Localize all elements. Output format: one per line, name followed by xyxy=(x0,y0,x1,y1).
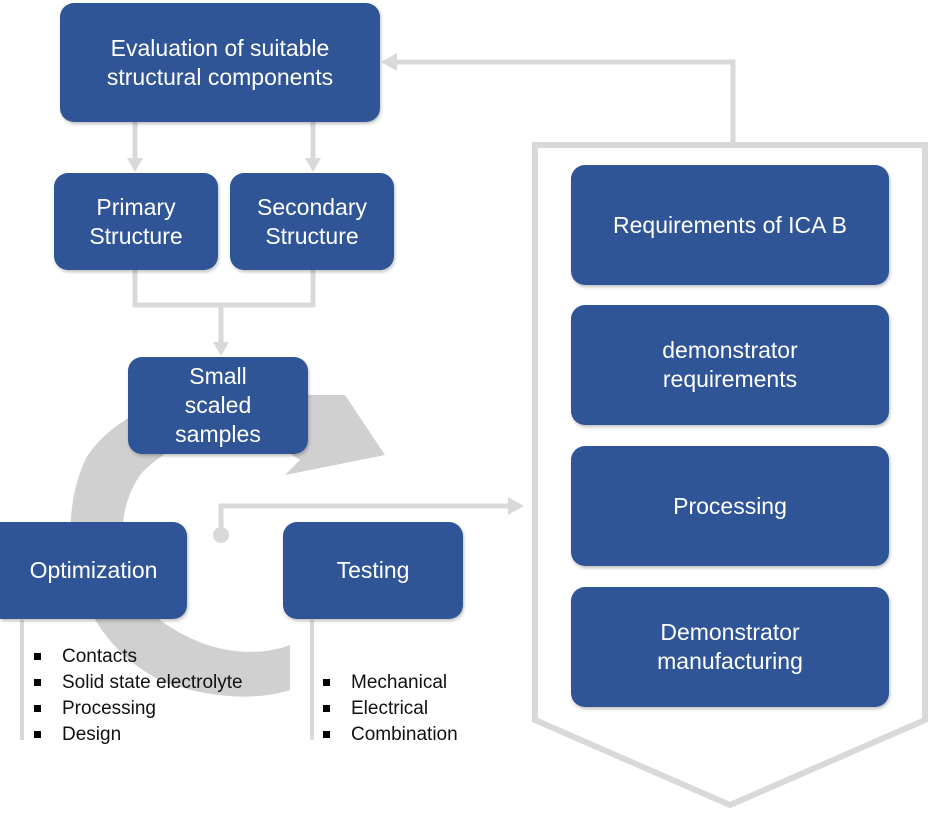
merge-connector xyxy=(132,270,316,344)
bullet-square-icon xyxy=(34,705,41,712)
list-item: Solid state electrolyte xyxy=(34,670,243,696)
bullet-square-icon xyxy=(323,705,330,712)
demonstrator-requirements-box: demonstrator requirements xyxy=(571,305,889,425)
primary-structure-box: Primary Structure xyxy=(54,173,218,270)
small-scaled-samples-box: Small scaled samples xyxy=(128,357,308,454)
bullet-square-icon xyxy=(34,653,41,660)
bullet-square-icon xyxy=(34,731,41,738)
list-item: Combination xyxy=(323,722,458,748)
list-item: Mechanical xyxy=(323,670,458,696)
secondary-structure-box: Secondary Structure xyxy=(230,173,394,270)
bullet-square-icon xyxy=(34,679,41,686)
cycle-to-frame-arrowhead xyxy=(508,497,524,515)
processing-box: Processing xyxy=(571,446,889,566)
merge-arrowhead xyxy=(213,342,229,356)
optimization-list: Contacts Solid state electrolyte Process… xyxy=(34,644,243,748)
list-item: Design xyxy=(34,722,243,748)
cycle-to-frame-connector xyxy=(218,503,510,535)
feedback-arrowhead xyxy=(381,53,397,71)
testing-list: Mechanical Electrical Combination xyxy=(323,670,458,748)
demonstrator-manufacturing-box: Demonstrator manufacturing xyxy=(571,587,889,707)
list-item: Processing xyxy=(34,696,243,722)
eval-to-secondary-arrowhead xyxy=(305,158,321,172)
testing-box: Testing xyxy=(283,522,463,619)
requirements-ica-box: Requirements of ICA B xyxy=(571,165,889,285)
bullet-square-icon xyxy=(323,679,330,686)
eval-to-primary-arrowhead xyxy=(127,158,143,172)
optimization-box: Optimization xyxy=(0,522,187,619)
evaluation-box: Evaluation of suitable structural compon… xyxy=(60,3,380,122)
list-item: Electrical xyxy=(323,696,458,722)
chevron-frame xyxy=(532,142,928,809)
feedback-connector xyxy=(393,59,736,145)
list-item: Contacts xyxy=(34,644,243,670)
bullet-square-icon xyxy=(323,731,330,738)
